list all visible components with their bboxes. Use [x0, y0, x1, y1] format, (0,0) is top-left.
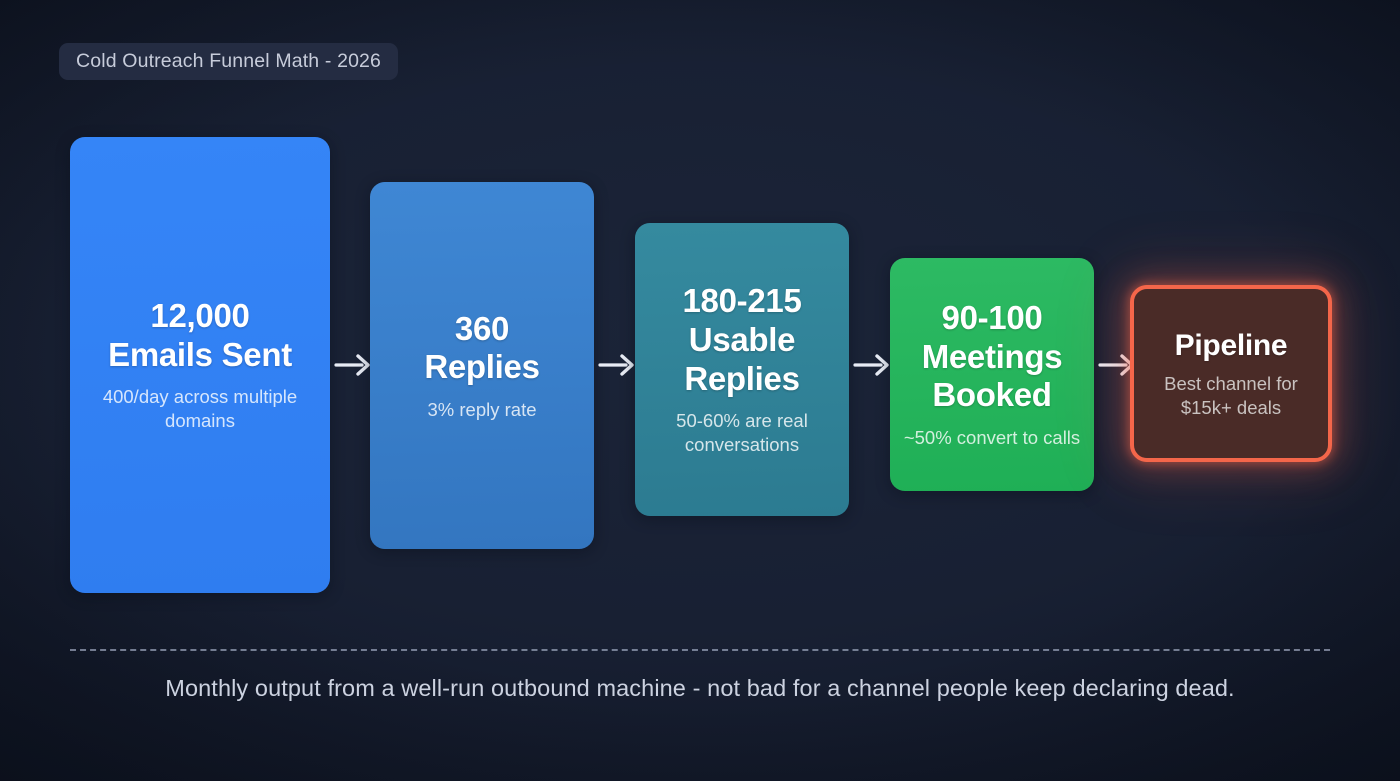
footer-divider [70, 649, 1330, 651]
funnel-stage-number: 180-215 [682, 282, 802, 320]
funnel-stage-label: Meetings Booked [921, 337, 1063, 414]
arrow-right-icon [853, 348, 893, 382]
page-title: Cold Outreach Funnel Math - 2026 [76, 50, 382, 72]
funnel-stage-pipeline[interactable]: Pipeline Best channel for $15k+ deals [1130, 285, 1332, 462]
funnel-stage-note: 400/day across multiple domains [102, 386, 298, 432]
funnel-stage-number: 12,000 [150, 297, 250, 335]
funnel-stage-value: Pipeline [1174, 328, 1288, 362]
arrow-right-icon [334, 348, 374, 382]
funnel-stage-note: 50-60% are real conversations [676, 410, 808, 455]
funnel-stage-number: 360 [454, 309, 510, 347]
funnel-stage-label: Emails Sent [108, 335, 292, 373]
funnel-stage-note: Best channel for $15k+ deals [1164, 372, 1298, 418]
funnel-stage-note: ~50% convert to calls [903, 427, 1081, 449]
funnel-stage-label: Usable Replies [684, 321, 800, 397]
funnel-stage-note: 3% reply rate [427, 398, 537, 420]
footer-caption: Monthly output from a well-run outbound … [165, 675, 1235, 701]
funnel-stage-number: 90-100 [941, 299, 1043, 337]
chart-title-chip: Cold Outreach Funnel Math - 2026 [59, 43, 399, 80]
arrow-right-icon [598, 348, 638, 382]
funnel-stage-label: Replies [424, 348, 540, 386]
